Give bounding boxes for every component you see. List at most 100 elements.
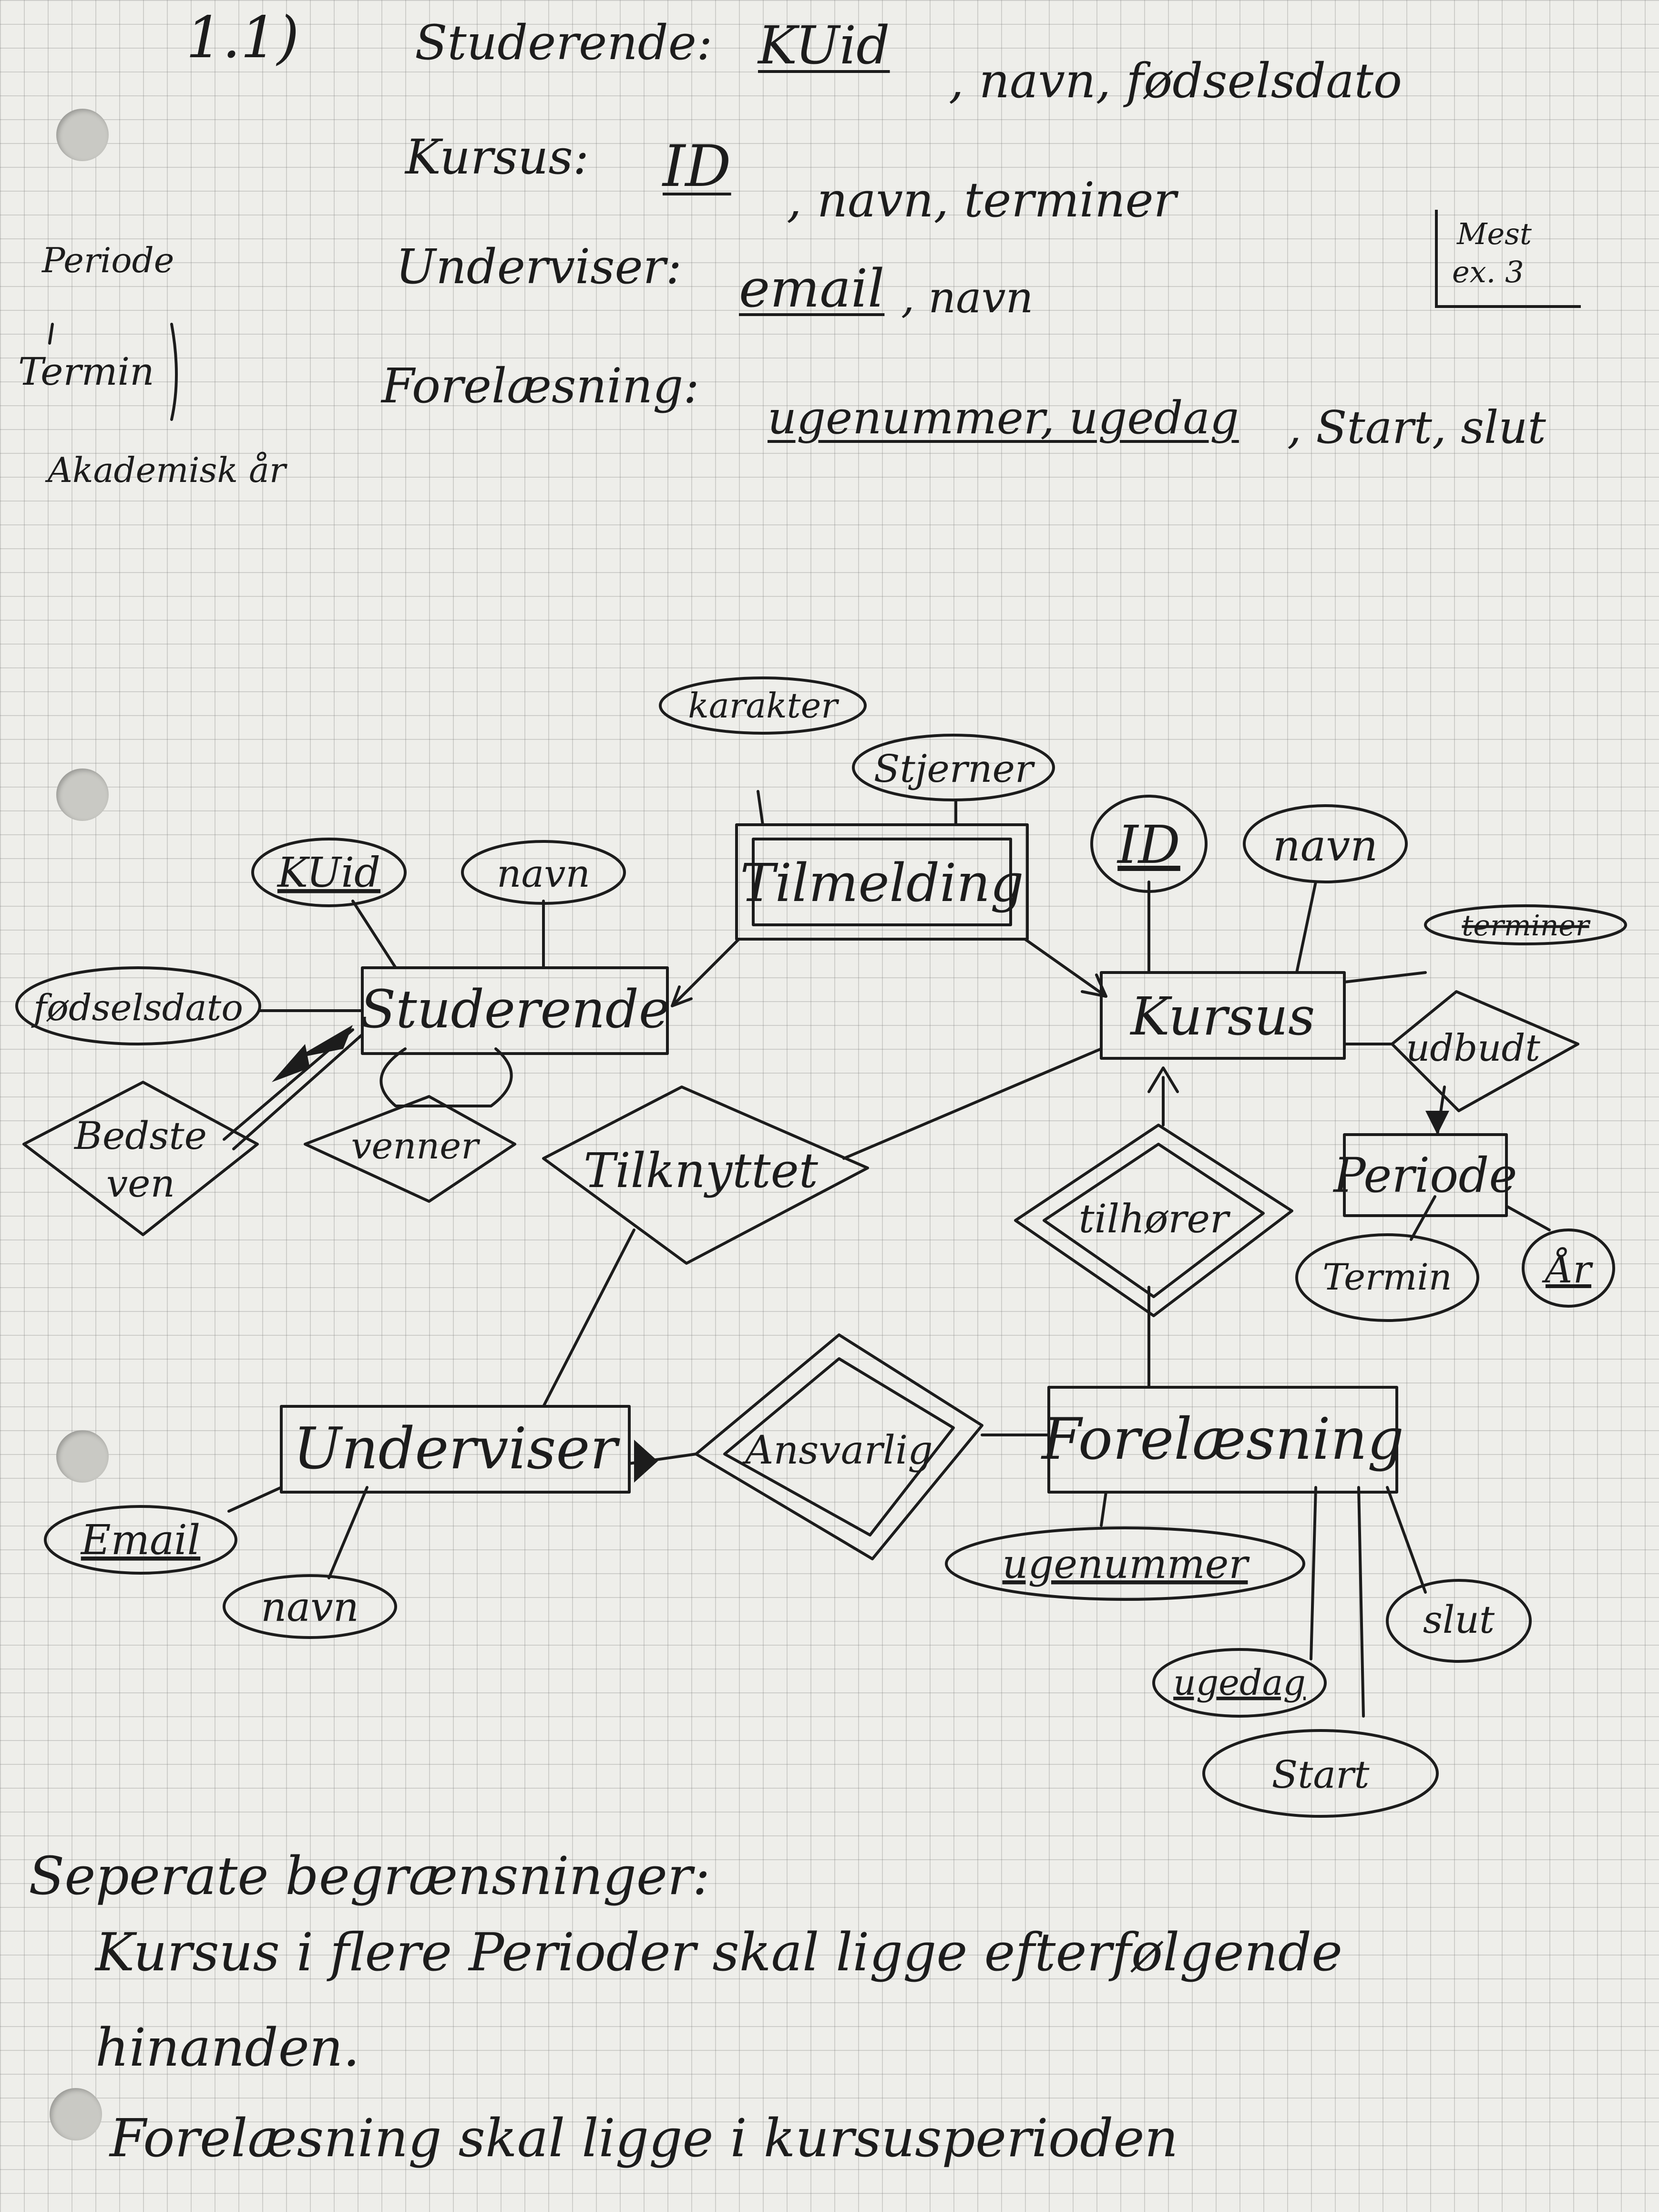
attribute-label: navn: [497, 851, 590, 896]
attribute-label: ugedag: [1173, 1662, 1306, 1703]
line-ugenummer-forelaesning: [1100, 1491, 1107, 1527]
weak-relationship-tilhorer: tilhører: [1014, 1124, 1293, 1317]
entity-label: Kursus: [1130, 986, 1315, 1047]
margin-note-line: Termin: [18, 349, 154, 394]
line-start-forelaesning: [1357, 1486, 1365, 1718]
binder-hole: [56, 1430, 109, 1483]
attribute-stjerner: Stjerner: [852, 734, 1055, 801]
margin-note-line: Periode: [42, 240, 174, 280]
attribute-label: År: [1542, 1247, 1594, 1291]
line-venner-loop: [379, 1047, 513, 1107]
entity-periode: Periode: [1332, 1133, 1517, 1217]
attribute-ugedag: ugedag: [1152, 1648, 1327, 1718]
attribute-navn-studerende: navn: [461, 840, 626, 905]
attribute-fodselsdato: fødselsdato: [15, 966, 261, 1045]
relationship-udbudt: udbudt: [1391, 990, 1579, 1112]
line-karakter-tilmelding: [757, 790, 764, 826]
entity-label: Underviser: [293, 1416, 620, 1482]
attribute-ugenummer: ugenummer: [945, 1526, 1305, 1601]
attribute-email: Email: [44, 1505, 237, 1575]
connector-lines: [223, 790, 1551, 1718]
attribute-navn-underviser: navn: [223, 1574, 397, 1639]
attribute-aar: År: [1522, 1229, 1615, 1308]
relationship-label: Tilknyttet: [584, 1143, 819, 1198]
binder-hole: [50, 2088, 102, 2140]
line-bedstven-studerende: [232, 1033, 364, 1150]
attribute-label: fødselsdato: [31, 986, 243, 1029]
attribute-label: Stjerner: [874, 747, 1035, 791]
line-tilknyttet-underviser: [542, 1229, 635, 1408]
relationship-label: Ansvarlig: [742, 1428, 932, 1473]
constraints-heading: Seperate begrænsninger:: [29, 1845, 710, 1906]
schema-attributes: , Start, slut: [1287, 401, 1546, 454]
schema-attributes: , navn: [901, 273, 1034, 323]
attribute-karakter: karakter: [659, 676, 867, 735]
schema-key: KUid: [758, 15, 890, 76]
relationship-venner: venner: [304, 1095, 516, 1203]
entity-studerende: Studerende: [360, 966, 670, 1055]
entity-label: Studerende: [360, 979, 670, 1040]
line-navn-kursus: [1295, 881, 1317, 974]
line-slut-forelaesning: [1386, 1486, 1427, 1594]
line-kuid-studerende: [351, 900, 397, 969]
relationship-bedste-ven: Bedste ven: [22, 1081, 259, 1236]
attribute-navn-kursus: navn: [1243, 804, 1408, 883]
attribute-label: KUid: [276, 849, 380, 897]
bedstven-arrowhead-2: [296, 1025, 353, 1058]
arrowhead-tilhorer: [1147, 1066, 1179, 1093]
schema-attributes: , navn, terminer: [787, 172, 1177, 228]
constraint-line: Forelæsning skal ligge i kursusperioden: [110, 2108, 1178, 2169]
entity-underviser: Underviser: [280, 1405, 631, 1494]
attribute-kuid: KUid: [251, 838, 407, 907]
binder-hole: [56, 109, 109, 161]
arrowhead-kursus: [1081, 973, 1107, 998]
line-terminer-kursus: [1343, 971, 1427, 983]
attribute-label: ID: [1116, 814, 1180, 875]
attribute-start: Start: [1202, 1729, 1439, 1818]
attribute-slut: slut: [1386, 1579, 1532, 1663]
line-periode-aar: [1505, 1205, 1551, 1231]
schema-entity: Kursus:: [405, 129, 589, 185]
attribute-label: karakter: [688, 686, 839, 726]
bedstven-arrowhead: [272, 1044, 310, 1082]
binder-hole: [56, 768, 109, 821]
schema-attributes: , navn, fødselsdato: [949, 53, 1403, 109]
line-periode-termin: [1410, 1195, 1436, 1241]
relationship-tilknyttet: Tilknyttet: [542, 1086, 869, 1265]
relationship-label: Bedste: [73, 1114, 207, 1158]
attribute-label: navn: [261, 1584, 359, 1630]
relationship-label: venner: [351, 1125, 481, 1167]
line-tilmelding-kursus: [1024, 938, 1107, 998]
attribute-label: terminer: [1462, 909, 1591, 942]
constraint-line: Kursus i flere Perioder skal ligge efter…: [95, 1922, 1343, 1983]
entity-label: Forelæsning: [1041, 1406, 1404, 1473]
weak-entity-tilmelding: Tilmelding: [735, 823, 1029, 941]
attribute-label: Termin: [1322, 1256, 1452, 1298]
schema-key: email: [739, 258, 885, 319]
side-note-line: Mest: [1457, 216, 1532, 251]
attribute-terminer: terminer: [1424, 904, 1627, 945]
schema-entity: Underviser:: [396, 239, 682, 295]
schema-entity: Studerende:: [415, 15, 713, 71]
udbudt-arrowhead: [1425, 1111, 1449, 1135]
line-email-underviser: [227, 1486, 283, 1513]
attribute-id: ID: [1090, 795, 1208, 893]
attribute-label: Start: [1271, 1752, 1370, 1797]
entity-kursus: Kursus: [1100, 971, 1346, 1060]
side-note-line: ex. 3: [1452, 255, 1524, 289]
entity-forelaesning: Forelæsning: [1041, 1386, 1404, 1494]
schema-entity: Forelæsning:: [381, 358, 699, 414]
side-note-box: Mest ex. 3: [1435, 210, 1581, 308]
arrowhead-studerende: [671, 985, 693, 1007]
attribute-label: navn: [1273, 821, 1378, 871]
attribute-label: ugenummer: [1003, 1541, 1250, 1587]
margin-note-arrows: [48, 323, 178, 421]
constraint-line: hinanden.: [95, 2017, 360, 2078]
line-tilmelding-studerende: [671, 938, 740, 1007]
relationship-label: ven: [106, 1161, 175, 1206]
entity-label: Periode: [1332, 1147, 1517, 1203]
schema-key: ID: [663, 133, 731, 200]
relationship-label: tilhører: [1079, 1197, 1231, 1242]
schema-key: ugenummer, ugedag: [768, 392, 1239, 444]
